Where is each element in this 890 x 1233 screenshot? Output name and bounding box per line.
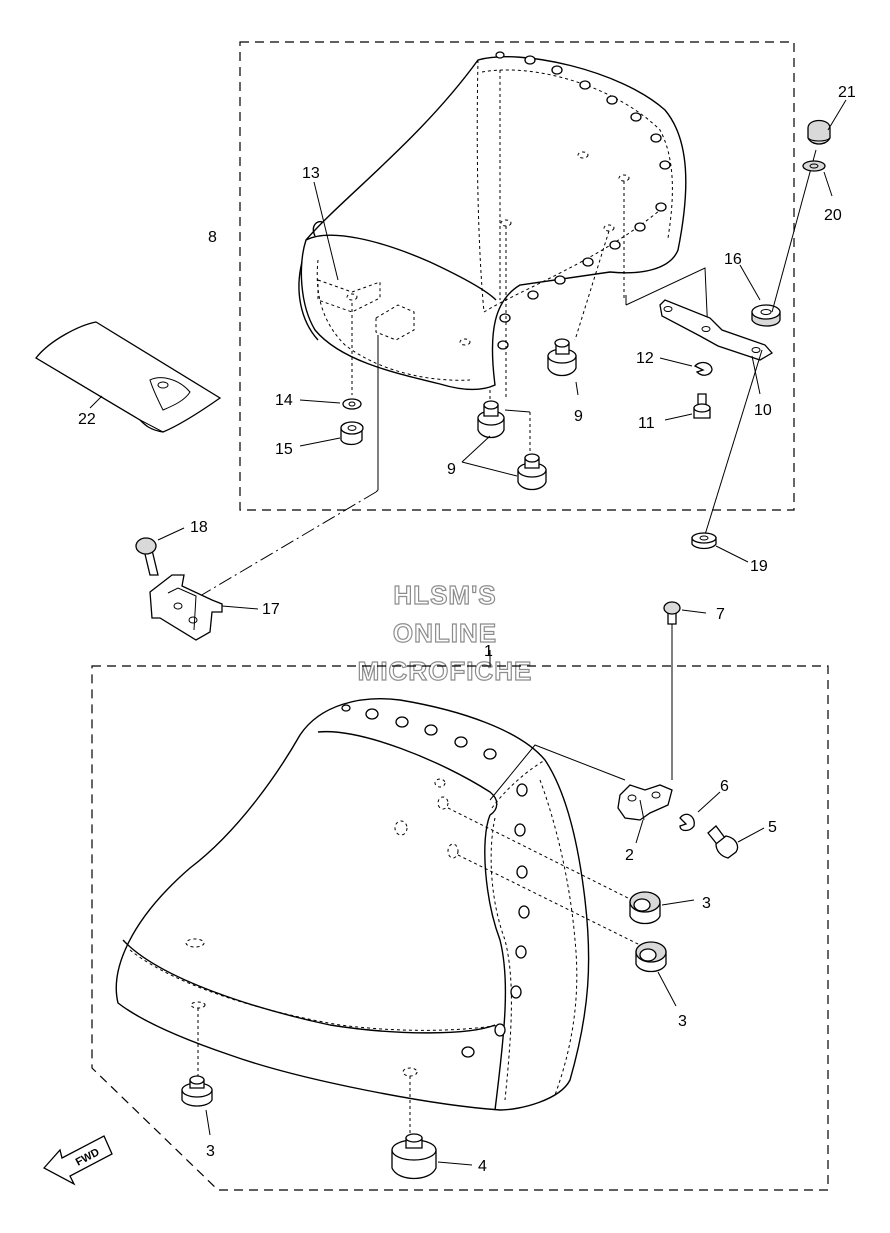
callout-21: 21 <box>838 84 856 101</box>
clip-6 <box>679 813 695 832</box>
damper-4 <box>391 1133 437 1180</box>
lower-assembly-group: FWD <box>42 601 829 1191</box>
callout-12: 12 <box>636 350 654 367</box>
damper-3-bottom <box>181 1075 213 1107</box>
callout-5: 5 <box>768 819 777 836</box>
bolt-11 <box>693 393 711 419</box>
washer-14 <box>342 398 362 410</box>
nut-15 <box>340 421 364 446</box>
callout-13: 13 <box>302 165 320 182</box>
damper-3-upper <box>629 891 661 925</box>
callout-14: 14 <box>275 392 293 409</box>
callout-19: 19 <box>750 558 768 575</box>
callout-4: 4 <box>478 1158 487 1175</box>
callout-18: 18 <box>190 519 208 536</box>
callout-7: 7 <box>716 606 725 623</box>
rider-seat-studs <box>341 704 530 1058</box>
bolt-5 <box>707 825 739 859</box>
callout-labels: 1 2 3 3 3 4 5 6 7 8 9 9 10 11 12 13 14 1… <box>78 84 856 1175</box>
grommet-16 <box>751 304 781 327</box>
damper-9-right <box>547 338 577 377</box>
passenger-seat-studs <box>495 51 671 350</box>
watermark-line-3: MICROFICHE <box>358 656 533 686</box>
bracket-10 <box>659 299 774 361</box>
clip-12 <box>693 361 713 376</box>
cap-nut-21 <box>807 119 831 145</box>
callout-3-bottom: 3 <box>206 1143 215 1160</box>
bracket-17 <box>149 574 223 641</box>
callout-9-left: 9 <box>447 461 456 478</box>
collar-19 <box>691 532 717 550</box>
damper-9-left <box>477 400 505 439</box>
callout-8: 8 <box>208 229 217 246</box>
upper-group-dashed-frame <box>239 41 795 511</box>
callout-2: 2 <box>625 847 634 864</box>
bracket-2 <box>617 784 673 821</box>
callout-11: 11 <box>638 415 655 432</box>
callout-16: 16 <box>724 251 742 268</box>
callout-15: 15 <box>275 441 293 458</box>
callout-1: 1 <box>484 643 493 660</box>
callout-17: 17 <box>262 601 280 618</box>
watermark: HLSM'S ONLINE MICROFICHE <box>357 579 533 686</box>
callout-9-right: 9 <box>574 408 583 425</box>
screw-18 <box>135 537 159 576</box>
callout-10: 10 <box>754 402 772 419</box>
rider-seat-drawing <box>115 698 590 1111</box>
washer-20 <box>802 160 826 172</box>
damper-9-center <box>517 453 547 491</box>
screw-7 <box>663 601 681 625</box>
seat-cover-22 <box>35 321 222 433</box>
watermark-line-2: ONLINE <box>393 618 497 648</box>
watermark-line-1: HLSM'S <box>393 580 496 610</box>
forward-direction-arrow-icon: FWD <box>42 1135 113 1186</box>
callout-22: 22 <box>78 411 96 428</box>
callout-3-lower: 3 <box>678 1013 687 1030</box>
upper-assembly-group <box>199 41 847 597</box>
damper-3-lower <box>635 941 667 973</box>
callout-6: 6 <box>720 778 729 795</box>
lower-group-dashed-frame <box>91 665 829 1191</box>
callout-20: 20 <box>824 207 842 224</box>
callout-3-upper: 3 <box>702 895 711 912</box>
passenger-seat-drawing <box>298 51 687 391</box>
